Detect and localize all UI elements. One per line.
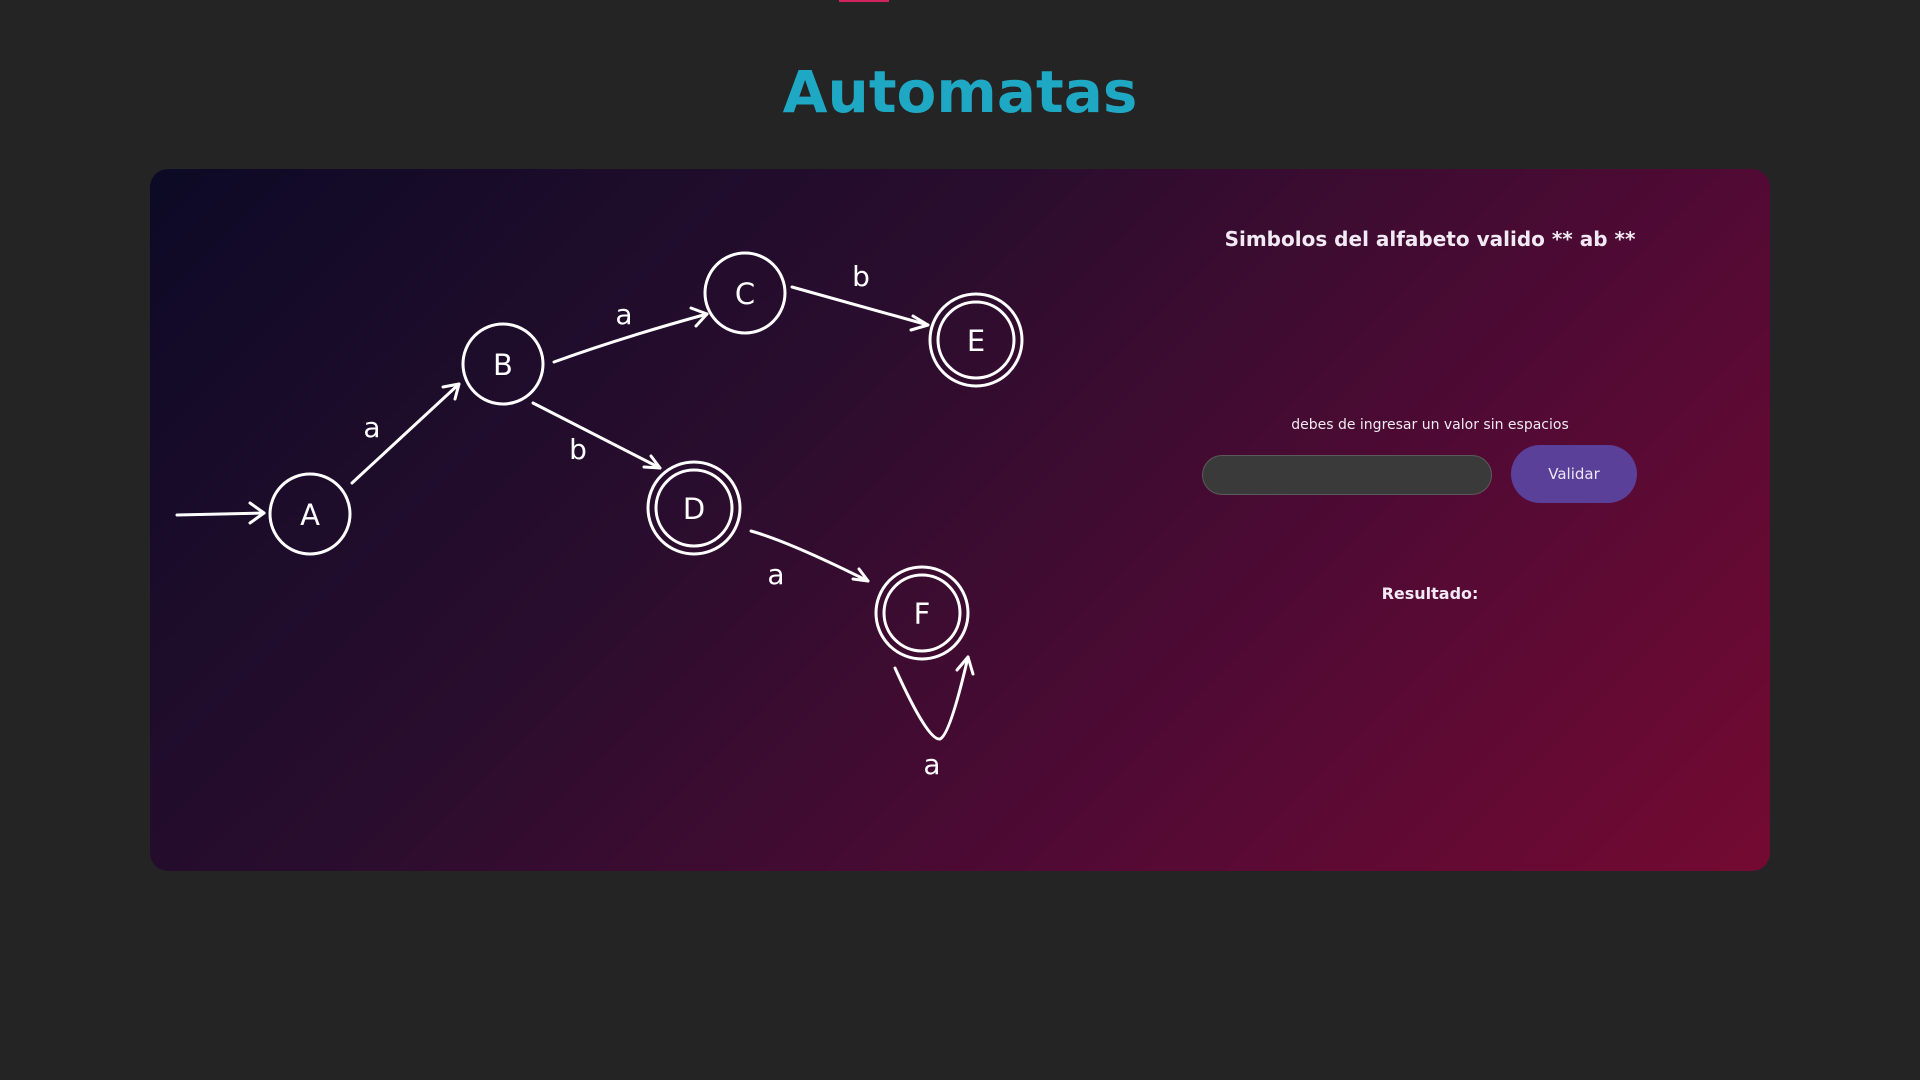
transition-b-to-d — [531, 401, 662, 470]
transition-b-to-c — [552, 306, 709, 364]
state-b-circle — [461, 322, 545, 406]
transition-d-to-f-label: a — [767, 558, 784, 591]
transition-f-self-loop — [893, 655, 975, 741]
top-accent-bar — [839, 0, 889, 2]
transition-b-to-d-label: b — [569, 433, 587, 466]
state-b-label: B — [493, 348, 513, 382]
transition-b-to-c-label: a — [615, 298, 632, 331]
automaton-card: A B C D E F a a b b a a Simbolos del alf… — [150, 169, 1770, 871]
validate-button[interactable]: Validar — [1511, 445, 1637, 503]
transition-d-to-f — [749, 529, 870, 583]
state-f-circle — [874, 565, 970, 661]
state-e-label: E — [967, 324, 985, 358]
state-e-circle — [928, 292, 1024, 388]
state-d-circle — [646, 460, 742, 556]
input-hint: debes de ingresar un valor sin espacios — [1291, 417, 1569, 433]
state-a-circle — [268, 472, 352, 556]
transition-a-to-b-label: a — [363, 411, 380, 444]
transition-f-self-loop-label: a — [923, 748, 940, 781]
validation-panel: Simbolos del alfabeto valido ** ab ** de… — [1150, 169, 1770, 871]
page-title: Automatas — [782, 58, 1138, 126]
value-input[interactable] — [1202, 455, 1492, 495]
state-a-label: A — [300, 498, 320, 532]
transition-c-to-e — [790, 285, 930, 332]
automaton-diagram: A B C D E F a a b b a a — [175, 251, 1024, 781]
state-c-label: C — [735, 277, 755, 311]
transition-c-to-e-label: b — [852, 260, 870, 293]
state-f-label: F — [914, 597, 931, 631]
state-c-circle — [703, 251, 787, 335]
start-transition-arrow — [175, 501, 266, 525]
result-label: Resultado: — [1381, 584, 1479, 603]
alphabet-title: Simbolos del alfabeto valido ** ab ** — [1224, 227, 1636, 251]
state-d-label: D — [683, 492, 705, 526]
transition-a-to-b — [350, 382, 461, 485]
